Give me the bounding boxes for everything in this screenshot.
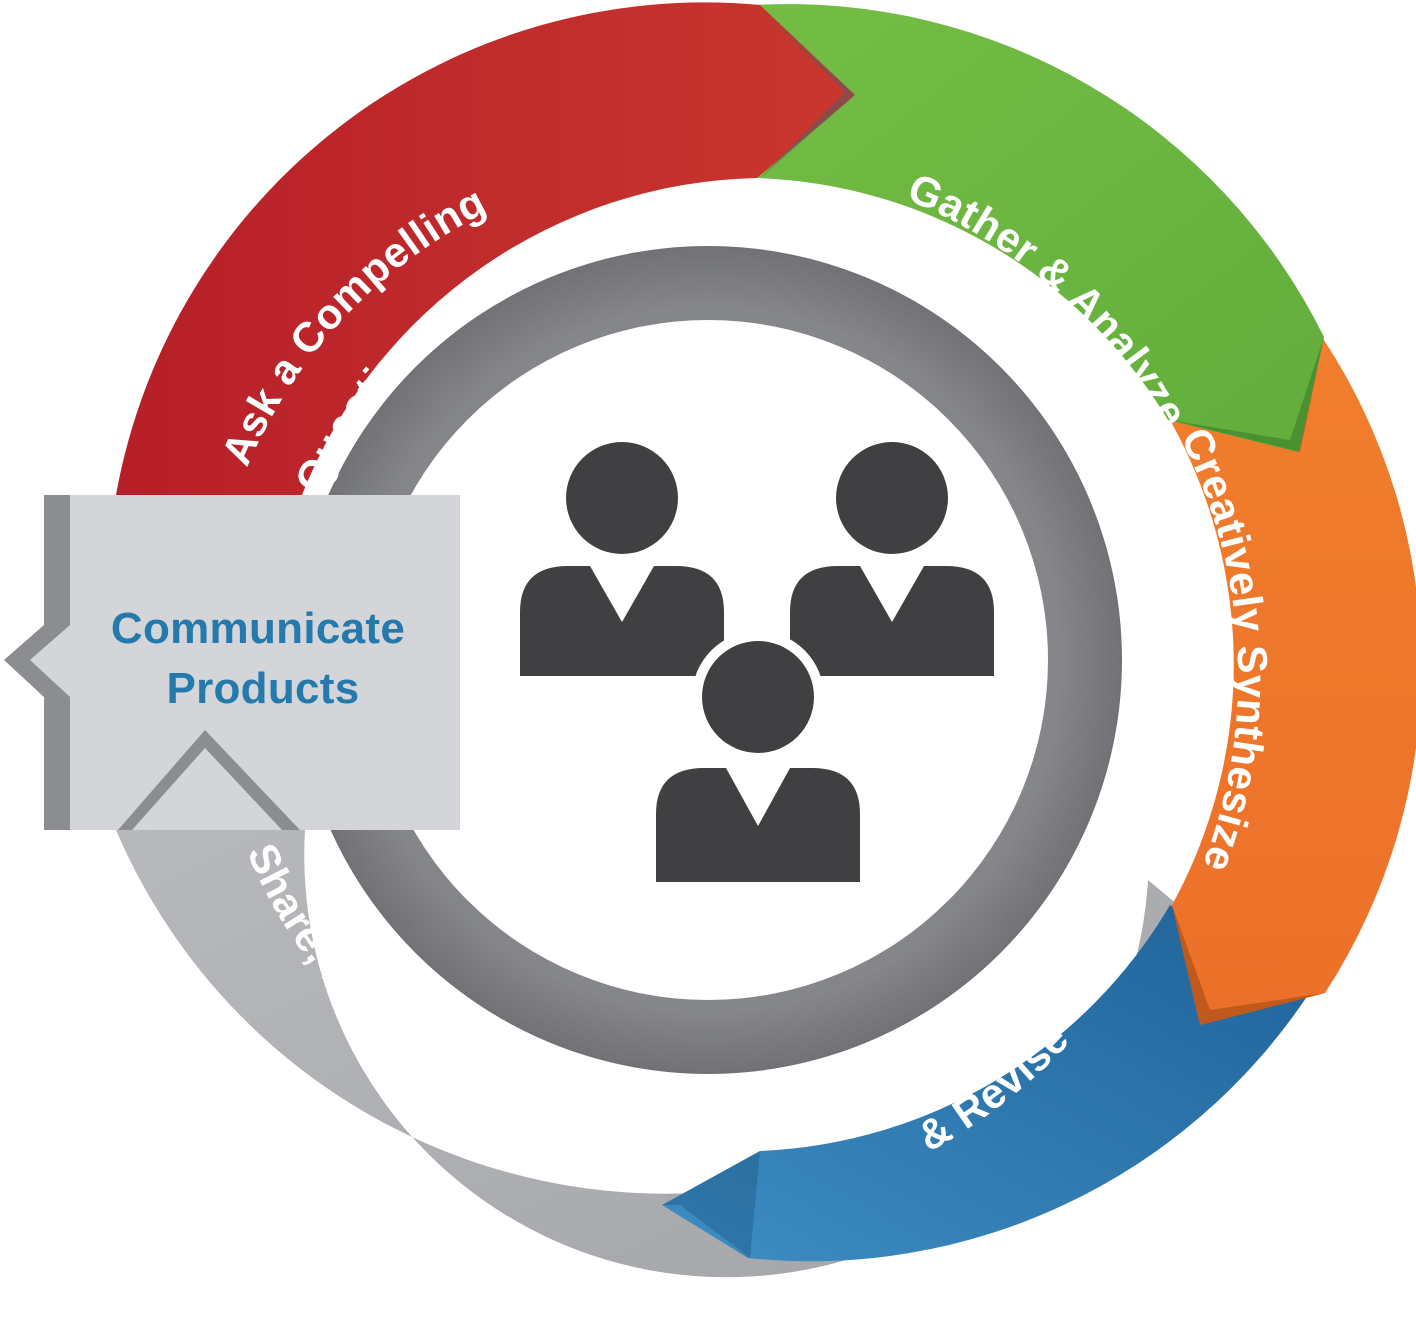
segment-red-ask — [116, 2, 855, 495]
communicate-label: Communicate — [111, 604, 405, 653]
communicate-products-box: Communicate Products — [4, 495, 460, 830]
segment-orange-synthesize — [1170, 337, 1416, 1025]
arrow-tip-blue — [662, 1151, 760, 1258]
segment-green-gather — [755, 4, 1324, 453]
arrow-tip-gray — [118, 730, 300, 830]
products-label: Products — [166, 664, 359, 713]
segment-blue-evaluate — [662, 905, 1308, 1262]
people-group-icon — [520, 442, 994, 884]
